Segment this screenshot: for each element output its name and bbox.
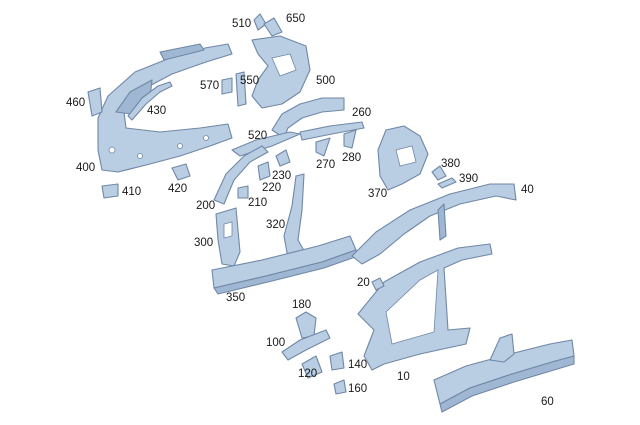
part-100 xyxy=(281,329,331,361)
part-160 xyxy=(333,379,347,395)
part-510 xyxy=(253,13,267,31)
label-140: 140 xyxy=(348,359,368,371)
label-510: 510 xyxy=(232,18,252,30)
label-120: 120 xyxy=(298,368,318,380)
label-280: 280 xyxy=(342,152,362,164)
part-210 xyxy=(237,185,249,199)
part-420 xyxy=(171,163,191,181)
part-270 xyxy=(315,137,331,157)
part-390 xyxy=(437,177,457,189)
label-160: 160 xyxy=(348,383,368,395)
label-570: 570 xyxy=(200,80,220,92)
label-500: 500 xyxy=(316,75,336,87)
label-60: 60 xyxy=(541,396,554,408)
label-230: 230 xyxy=(272,170,292,182)
label-220: 220 xyxy=(262,182,282,194)
label-100: 100 xyxy=(266,337,286,349)
part-410 xyxy=(101,183,119,199)
part-60b xyxy=(489,333,515,363)
part-460 xyxy=(87,87,103,117)
part-520b xyxy=(299,121,365,141)
label-320: 320 xyxy=(266,219,286,231)
label-20: 20 xyxy=(357,277,370,289)
label-650: 650 xyxy=(286,13,306,25)
label-420: 420 xyxy=(168,183,188,195)
part-230 xyxy=(275,149,291,167)
part-320 xyxy=(283,173,307,259)
label-270: 270 xyxy=(316,159,336,171)
part-650 xyxy=(263,17,283,37)
label-460: 460 xyxy=(66,97,86,109)
label-180: 180 xyxy=(292,299,312,311)
label-400: 400 xyxy=(76,162,96,174)
label-410: 410 xyxy=(122,186,142,198)
label-520: 520 xyxy=(248,130,268,142)
part-430 xyxy=(127,81,173,121)
part-120 xyxy=(301,355,323,379)
part-280 xyxy=(343,129,357,149)
part-220 xyxy=(257,161,271,181)
part-20 xyxy=(371,277,385,291)
part-140 xyxy=(329,351,345,371)
part-200 xyxy=(213,145,269,205)
part-570 xyxy=(221,77,233,95)
label-390: 390 xyxy=(459,173,479,185)
label-200: 200 xyxy=(196,200,216,212)
label-550: 550 xyxy=(240,75,260,87)
label-260: 260 xyxy=(352,107,372,119)
label-380: 380 xyxy=(441,158,461,170)
part-260 xyxy=(271,97,345,139)
part-550 xyxy=(235,71,247,107)
label-350: 350 xyxy=(226,292,246,304)
part-400 xyxy=(97,43,233,173)
label-10: 10 xyxy=(397,371,410,383)
label-430: 430 xyxy=(147,105,167,117)
part-180 xyxy=(295,311,317,339)
label-300: 300 xyxy=(194,237,214,249)
label-40: 40 xyxy=(521,184,534,196)
label-370: 370 xyxy=(368,188,388,200)
part-380 xyxy=(431,165,447,181)
part-40 xyxy=(351,183,517,265)
label-210: 210 xyxy=(248,197,268,209)
